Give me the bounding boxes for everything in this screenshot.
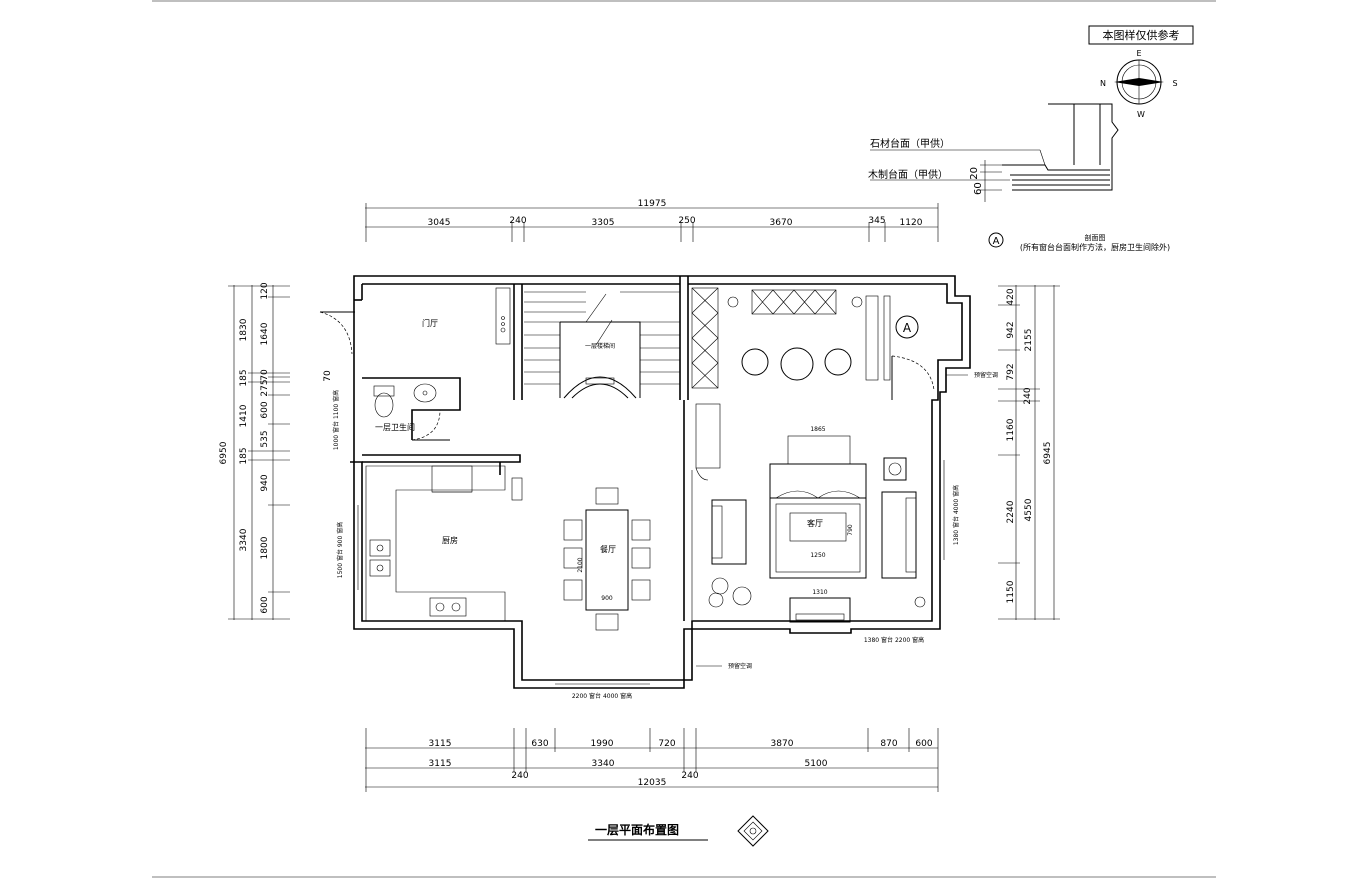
right-dim-c1-1: 2155 — [1024, 329, 1034, 352]
right-dim-c2-6: 2240 — [1006, 500, 1016, 523]
compass-s-label: S — [1172, 79, 1177, 88]
bottom-dim-r2-4: 240 — [681, 771, 698, 781]
outlet-right-note: 预留空调 — [974, 371, 998, 379]
title-ornament-icon — [737, 815, 769, 847]
dining-table-dim: 2100 — [577, 557, 584, 572]
right-dimension-lines: 6945 2155 4550 420 942 792 240 1160 2240… — [998, 285, 1060, 620]
right-dim-total: 6945 — [1043, 442, 1053, 465]
left-dim-c1-4: 185 — [239, 447, 249, 464]
left-dim-c2-6: 535 — [260, 430, 270, 447]
bottom-dim-r1-3: 1990 — [591, 739, 614, 749]
top-dim-7: 1120 — [900, 218, 923, 228]
reference-note-text: 本图样仅供参考 — [1103, 28, 1180, 42]
living-section-marker: A — [903, 321, 912, 335]
dining-width-dim: 900 — [601, 595, 613, 602]
bathroom-label: 一层卫生间 — [375, 422, 415, 432]
left-dim-c2-3: 70 — [260, 369, 270, 381]
sofa-width-dim: 1865 — [810, 426, 825, 433]
stair-room: 一层楼梯间 — [524, 291, 680, 399]
right-dim-c2-3: 792 — [1006, 363, 1016, 380]
bottom-dimension-lines: 3115 630 1990 720 3870 870 600 3115 240 … — [365, 728, 939, 792]
drawing-title-block: 一层平面布置图 — [588, 815, 769, 847]
bottom-dim-r1-7: 600 — [915, 739, 932, 749]
right-dim-c2-4: 240 — [1023, 387, 1033, 404]
bottom-dim-r2-2: 240 — [511, 771, 528, 781]
left-dim-c1-5: 3340 — [239, 528, 249, 551]
living-bottom-window-note: 1380 窗台 2200 窗高 — [864, 636, 924, 644]
right-dim-c1-2: 4550 — [1024, 498, 1034, 521]
section-dim-60: 60 — [973, 182, 984, 195]
top-dim-4: 250 — [678, 216, 695, 226]
foyer-room: 门厅 — [319, 287, 511, 355]
top-dim-total: 11975 — [638, 199, 667, 209]
left-dim-c1-2: 185 — [239, 369, 249, 386]
drawing-title: 一层平面布置图 — [595, 822, 679, 837]
dining-label: 餐厅 — [600, 545, 616, 554]
bottom-dim-r1-4: 720 — [658, 739, 675, 749]
top-dim-2: 240 — [509, 216, 526, 226]
windowsill-section-detail: 石材台面（甲供） 木制台面（甲供） 20 60 A 剖面图 (所有窗台台面制作方… — [868, 103, 1170, 252]
foyer-label: 门厅 — [422, 318, 438, 328]
bathroom-room: 一层卫生间 1000 窗台 1100 窗高 — [332, 383, 450, 450]
left-dim-c2-4: 275 — [260, 379, 270, 396]
dining-window-note: 2200 窗台 4000 窗高 — [572, 692, 632, 700]
bottom-dim-r2-3: 3340 — [592, 759, 615, 769]
compass-e-label: E — [1136, 49, 1141, 58]
left-dim-c1-3: 1410 — [239, 404, 249, 427]
left-dim-c2-2: 1640 — [260, 322, 270, 345]
left-dim-c2-8: 1800 — [260, 536, 270, 559]
left-dim-c2-7: 940 — [260, 474, 270, 491]
living-label: 客厅 — [807, 518, 823, 528]
top-dim-6: 345 — [868, 216, 885, 226]
kitchen-room: 厨房 1500 窗台 900 窗高 — [336, 465, 523, 622]
section-marker-a: A — [993, 236, 1000, 247]
compass-n-label: N — [1100, 79, 1106, 88]
right-dim-c2-5: 1160 — [1006, 418, 1016, 441]
outlet-bottom-note: 预留空调 — [728, 662, 752, 670]
left-dim-c2-9: 600 — [260, 596, 270, 613]
bottom-dim-r1-6: 870 — [880, 739, 897, 749]
left-dim-total: 6950 — [219, 441, 229, 464]
section-dim-20: 20 — [969, 167, 980, 180]
left-dim-c2-5: 600 — [260, 401, 270, 418]
bottom-dim-total: 12035 — [638, 778, 667, 788]
right-dim-c2-1: 420 — [1006, 288, 1016, 305]
bottom-dim-r1-1: 3115 — [429, 739, 452, 749]
compass-w-label: W — [1137, 110, 1145, 119]
dining-room: 餐厅 2100 900 2200 窗台 4000 窗高 — [563, 487, 651, 700]
bottom-dim-r1-2: 630 — [531, 739, 548, 749]
section-label: 剖面图 — [1085, 233, 1106, 242]
top-dimension-lines: 11975 3045 240 3305 250 3670 345 1120 — [365, 199, 939, 242]
compass-icon: E N S W — [1100, 49, 1178, 119]
rug-depth-dim: 790 — [847, 524, 854, 536]
living-east-window-note: 1380 窗台 4000 窗高 — [952, 485, 960, 545]
right-dim-c2-7: 1150 — [1006, 580, 1016, 603]
top-dim-1: 3045 — [428, 218, 451, 228]
rug-width-dim: 1250 — [810, 552, 825, 559]
stair-label: 一层楼梯间 — [585, 342, 615, 350]
bath-window-note: 1000 窗台 1100 窗高 — [332, 390, 340, 450]
reference-note-box: 本图样仅供参考 — [1088, 25, 1194, 45]
left-dim-c2-1: 120 — [260, 282, 270, 299]
left-dimension-lines: 6950 1830 185 1410 185 3340 120 1640 70 … — [219, 282, 333, 620]
top-dim-3: 3305 — [592, 218, 615, 228]
stone-top-label: 石材台面（甲供） — [870, 137, 950, 150]
kitchen-window-note: 1500 窗台 900 窗高 — [336, 522, 344, 578]
bottom-dim-r1-5: 3870 — [771, 739, 794, 749]
bottom-dim-r2-1: 3115 — [429, 759, 452, 769]
section-note: (所有窗台台面制作方法，厨房卫生间除外) — [1020, 242, 1170, 252]
left-dim-c1-1: 1830 — [239, 318, 249, 341]
left-dim-small: 70 — [323, 370, 333, 382]
top-dim-5: 3670 — [770, 218, 793, 228]
right-dim-c2-2: 942 — [1006, 321, 1016, 338]
wood-top-label: 木制台面（甲供） — [868, 168, 948, 181]
outer-walls — [350, 275, 971, 689]
tv-width-dim: 1310 — [812, 589, 827, 596]
bottom-dim-r2-5: 5100 — [805, 759, 828, 769]
living-room: A 客厅 1865 1250 790 1310 1380 窗台 4000 窗高 … — [691, 287, 998, 670]
kitchen-label: 厨房 — [442, 535, 458, 545]
